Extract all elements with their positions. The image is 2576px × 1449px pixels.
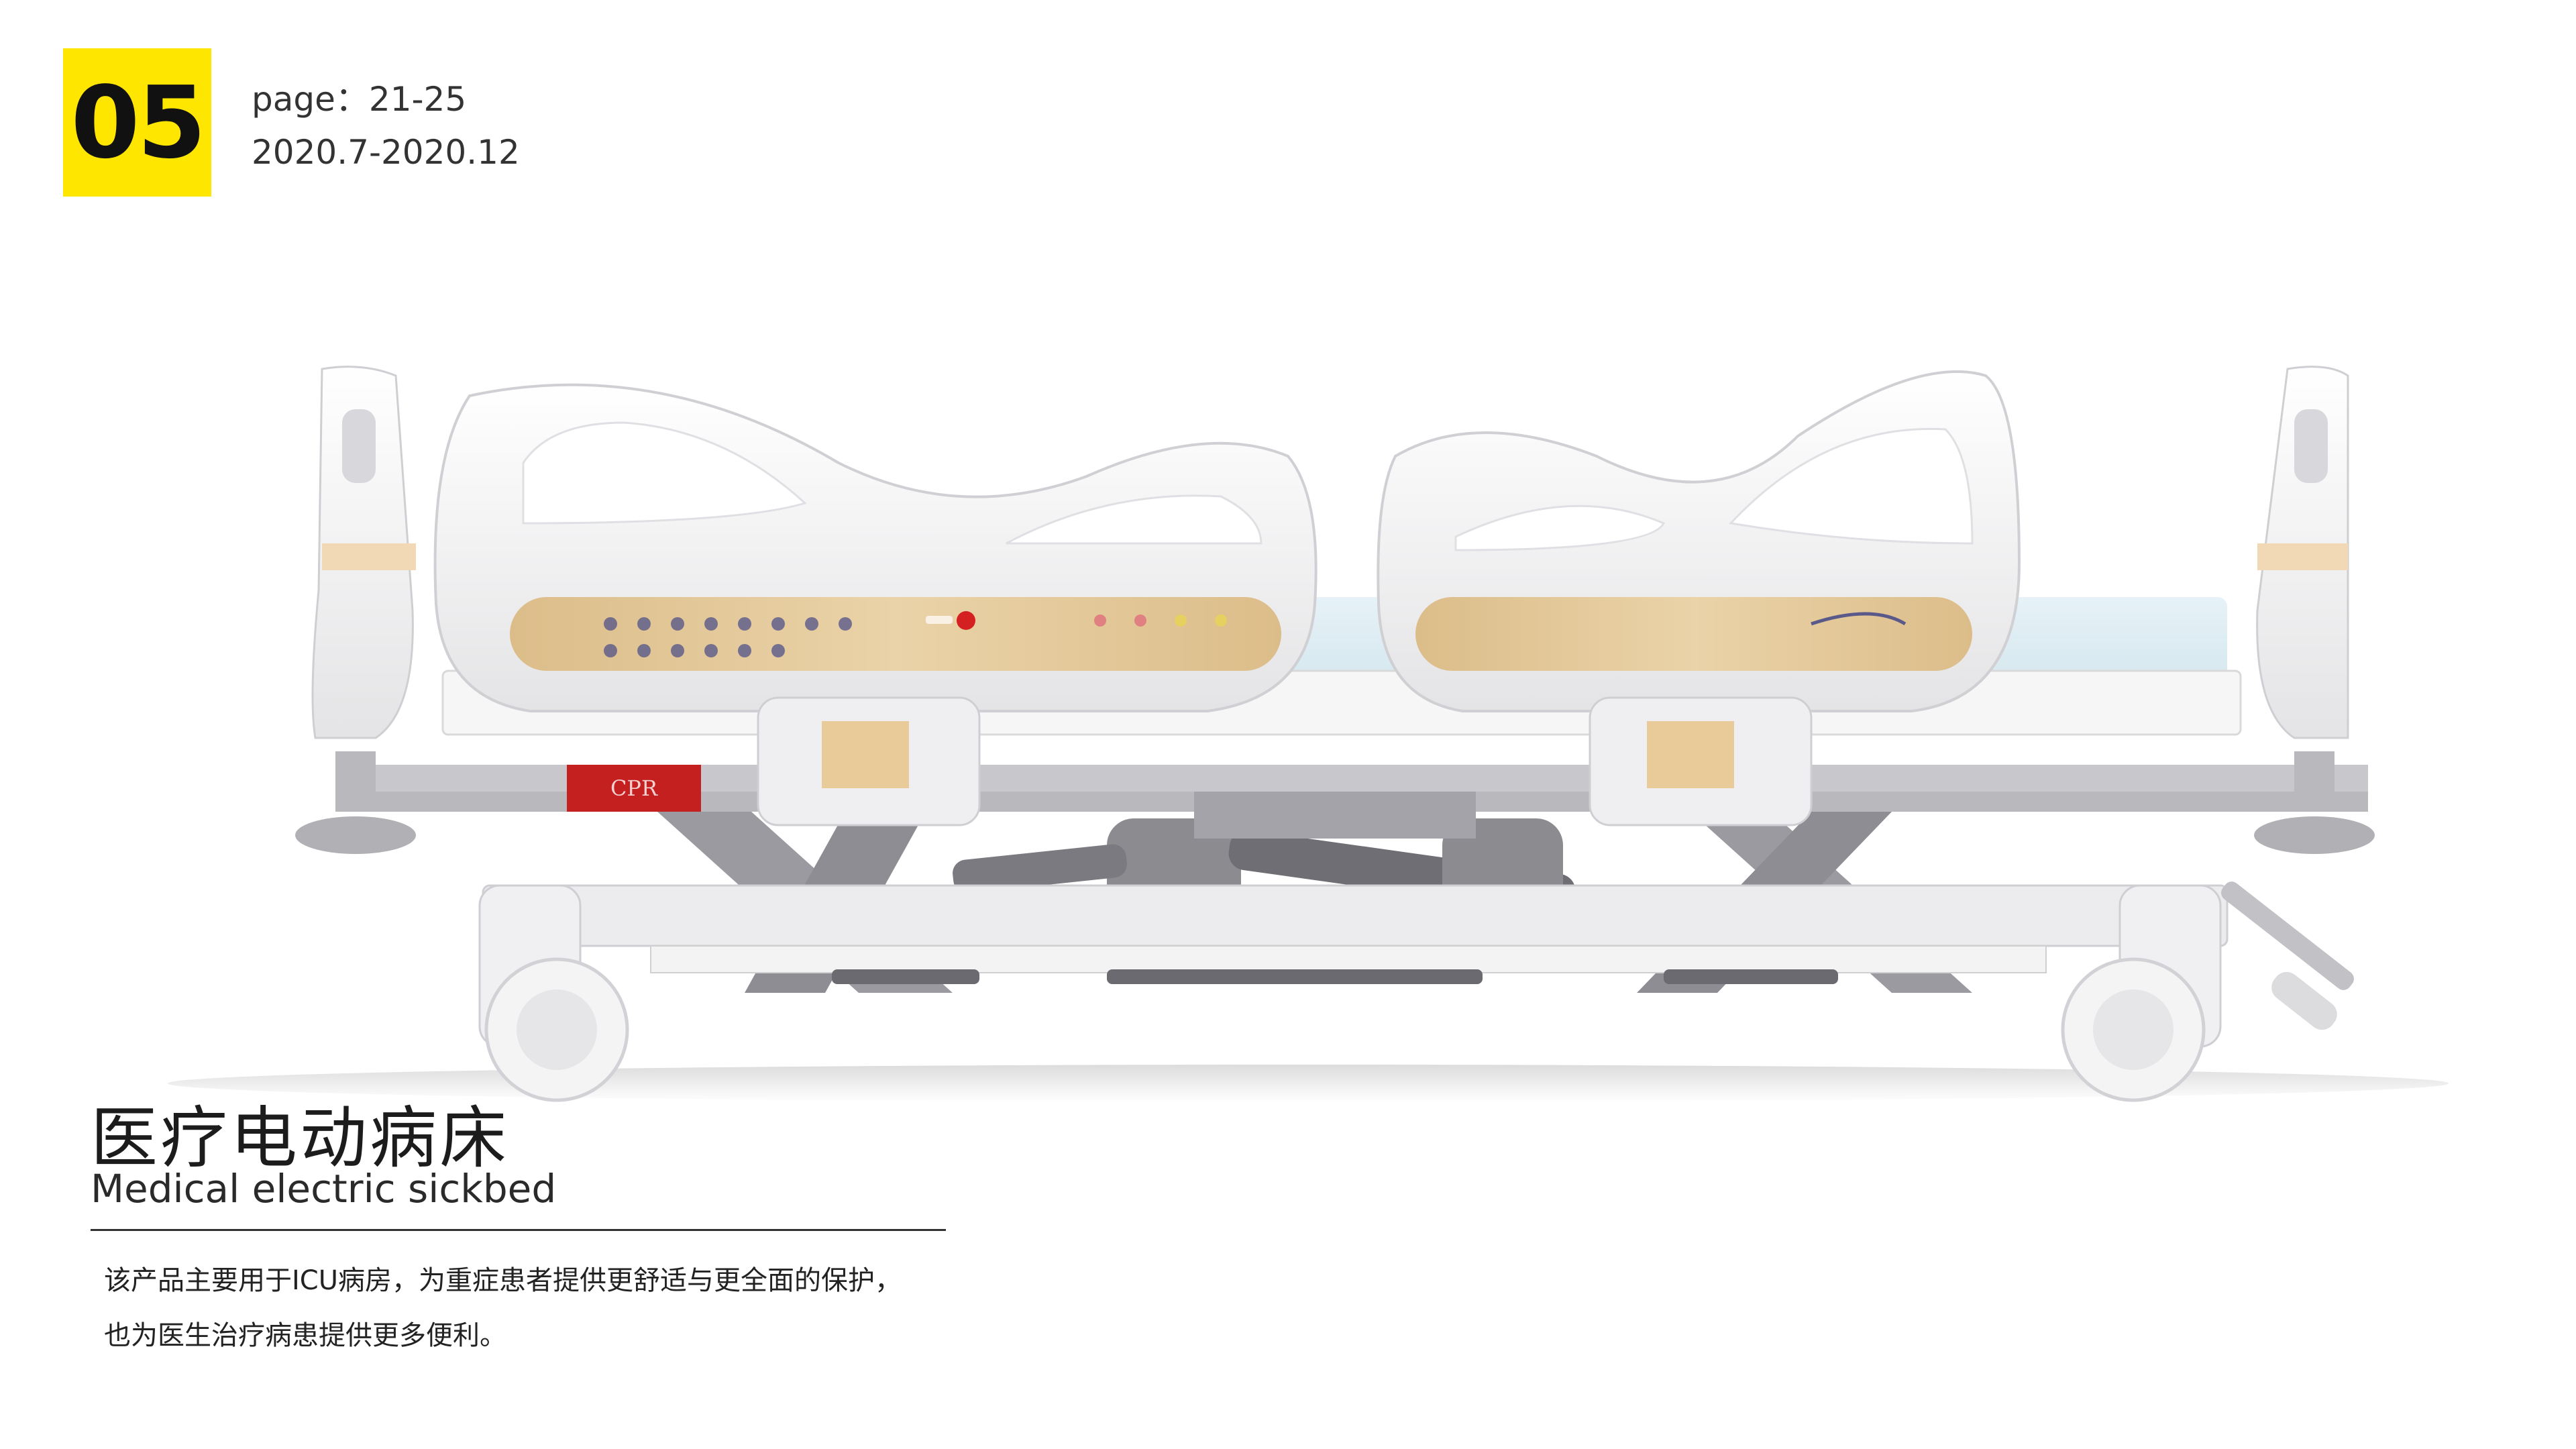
page-range: page：21-25 bbox=[252, 80, 467, 119]
description-line: 该产品主要用于ICU病房，为重症患者提供更舒适与更全面的保护， bbox=[104, 1265, 902, 1296]
description-line: 也为医生治疗病患提供更多便利。 bbox=[104, 1320, 506, 1351]
section-number: 05 bbox=[70, 64, 207, 180]
title-divider bbox=[91, 1229, 946, 1231]
product-title-cn: 医疗电动病床 bbox=[91, 1099, 509, 1177]
sickbed-illustration: CPR bbox=[168, 366, 2449, 1102]
product-description: 该产品主要用于ICU病房，为重症患者提供更舒适与更全面的保护， 也为医生治疗病患… bbox=[104, 1253, 902, 1363]
date-range: 2020.7-2020.12 bbox=[252, 133, 520, 172]
cpr-label: CPR bbox=[610, 775, 658, 801]
product-title-en: Medical electric sickbed bbox=[91, 1166, 557, 1212]
section-number-badge: 05 bbox=[63, 48, 211, 197]
